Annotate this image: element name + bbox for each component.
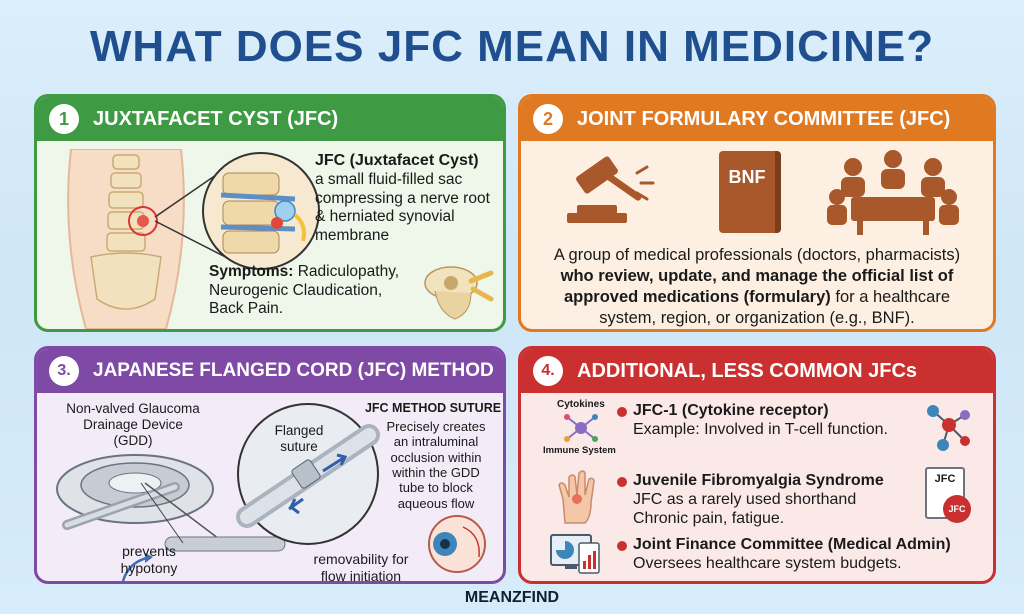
footer-brand: MEANZFIND xyxy=(464,589,560,606)
card-header: 2 JOINT FORMULARY COMMITTEE (JFC) xyxy=(521,97,993,141)
label-line: Precisely creates xyxy=(386,419,486,434)
label-line: Non-valved Glaucoma xyxy=(66,401,200,416)
card-number: 2 xyxy=(533,104,563,134)
spine-illustration-icon xyxy=(67,149,185,329)
device-label: Non-valved Glaucoma Drainage Device (GDD… xyxy=(63,401,203,450)
label-line: prevents xyxy=(122,543,176,559)
flanged-suture-label: Flanged suture xyxy=(269,423,329,455)
card-header: 1 JUXTAFACET CYST (JFC) xyxy=(37,97,503,141)
cytokines-label: Cytokines xyxy=(557,399,605,410)
prevents-label: prevents hypotony xyxy=(109,543,189,577)
doc-label: JFC xyxy=(934,473,956,485)
vertebra-3d-icon xyxy=(424,266,494,320)
desc-line: compressing a nerve root xyxy=(315,189,490,207)
card-header: 4. ADDITIONAL, LESS COMMON JFCs xyxy=(521,349,993,393)
label-line: removability for xyxy=(313,551,409,567)
label-line: tube to block xyxy=(399,480,473,496)
card-number: 3. xyxy=(49,356,79,386)
gavel-icon xyxy=(567,156,655,223)
card-number: 4. xyxy=(533,356,563,386)
bnf-book-icon: BNF xyxy=(719,151,781,233)
symptoms-label: Symptoms: xyxy=(209,263,294,280)
desc-line: membrane xyxy=(315,226,390,244)
label-line: Drainage Device (GDD) xyxy=(83,417,183,449)
jfc-item: Juvenile Fibromyalgia Syndrome JFC as a … xyxy=(633,471,884,529)
page-title: WHAT DOES JFC MEAN IN MEDICINE? xyxy=(89,22,935,71)
zoom-vertebra-icon xyxy=(154,152,320,270)
finance-dashboard-icon xyxy=(550,534,600,574)
desc-line: & herniated synovial xyxy=(315,208,455,226)
label-line: hypotony xyxy=(120,559,178,576)
desc-line-bold: who review, update, and manage the offic… xyxy=(560,267,954,286)
hand-pain-icon xyxy=(558,470,595,524)
bullet-icon xyxy=(617,407,627,417)
card-header: 3. JAPANESE FLANGED CORD (JFC) METHOD xyxy=(37,349,503,393)
symptoms-block: Symptoms: Radiculopathy, Neurogenic Clau… xyxy=(209,263,399,319)
cyst-description: a small fluid-filled sac compressing a n… xyxy=(315,171,490,245)
doc-badge: JFC xyxy=(943,495,971,523)
label-line: aqueous flow xyxy=(397,495,475,511)
formulary-description: A group of medical professionals (doctor… xyxy=(521,245,993,329)
method-text: Precisely creates an intraluminal occlus… xyxy=(379,419,493,511)
label-line: suture xyxy=(280,439,318,455)
bullet-icon xyxy=(617,541,627,551)
bullet-icon xyxy=(617,477,627,487)
item-text: Oversees healthcare system budgets. xyxy=(633,555,902,573)
desc-line: A group of medical professionals (doctor… xyxy=(553,246,961,264)
item-title: Juvenile Fibromyalgia Syndrome xyxy=(633,472,884,489)
label-line: an intraluminal xyxy=(393,434,479,450)
label-line: occlusion within xyxy=(390,449,482,465)
molecule-icon xyxy=(927,405,970,451)
item-text: JFC as a rarely used shorthand xyxy=(633,491,857,509)
immune-system-icon xyxy=(564,414,598,442)
desc-line: system, region, or organization (e.g., B… xyxy=(599,309,915,328)
item-title: Joint Finance Committee (Medical Admin) xyxy=(633,536,951,553)
symptom-line: Radiculopathy, xyxy=(293,263,400,280)
desc-line: for a healthcare xyxy=(830,288,951,307)
arrow-icon xyxy=(121,553,153,581)
card-heading: JOINT FORMULARY COMMITTEE (JFC) xyxy=(577,107,951,130)
drainage-device-icon xyxy=(56,454,286,552)
desc-line: a small fluid-filled sac xyxy=(315,171,463,188)
label-line: flow initiation xyxy=(320,567,402,584)
jfc-item: Joint Finance Committee (Medical Admin) … xyxy=(633,535,951,573)
cyst-term: JFC (Juxtafacet Cyst) xyxy=(315,152,479,169)
card-additional-jfcs: 4. ADDITIONAL, LESS COMMON JFCs Cytokine… xyxy=(518,346,996,584)
immune-system-label: Immune System xyxy=(543,445,616,456)
item-text: Chronic pain, fatigue. xyxy=(633,510,785,528)
flanged-suture-zoom-icon xyxy=(236,403,380,545)
jfc-item: JFC-1 (Cytokine receptor) Example: Invol… xyxy=(633,401,888,439)
label-line: within the GDD xyxy=(392,464,480,480)
symptom-line: Back Pain. xyxy=(209,300,284,318)
card-juxtafacet-cyst: 1 JUXTAFACET CYST (JFC) xyxy=(34,94,506,332)
item-title: JFC-1 (Cytokine receptor) xyxy=(633,402,829,419)
card-japanese-flanged-cord: 3. JAPANESE FLANGED CORD (JFC) METHOD No… xyxy=(34,346,506,584)
method-heading: JFC METHOD SUTURE xyxy=(364,401,502,415)
committee-meeting-icon xyxy=(827,150,959,235)
label-line: Flanged xyxy=(274,423,324,438)
card-heading: JUXTAFACET CYST (JFC) xyxy=(93,107,339,130)
symptom-line: Neurogenic Claudication, xyxy=(209,281,383,299)
card-number: 1 xyxy=(49,104,79,134)
book-label: BNF xyxy=(728,167,766,187)
desc-line-bold: approved medications (formulary) xyxy=(563,288,831,307)
removability-label: removability for flow initiation xyxy=(305,551,417,584)
card-heading: ADDITIONAL, LESS COMMON JFCs xyxy=(577,359,918,382)
document-icon: JFC JFC xyxy=(925,467,971,523)
item-text: Example: Involved in T-cell function. xyxy=(633,421,888,439)
card-joint-formulary-committee: 2 JOINT FORMULARY COMMITTEE (JFC) BNF xyxy=(518,94,996,332)
card-heading: JAPANESE FLANGED CORD (JFC) METHOD xyxy=(93,360,494,381)
eye-icon xyxy=(428,515,486,573)
